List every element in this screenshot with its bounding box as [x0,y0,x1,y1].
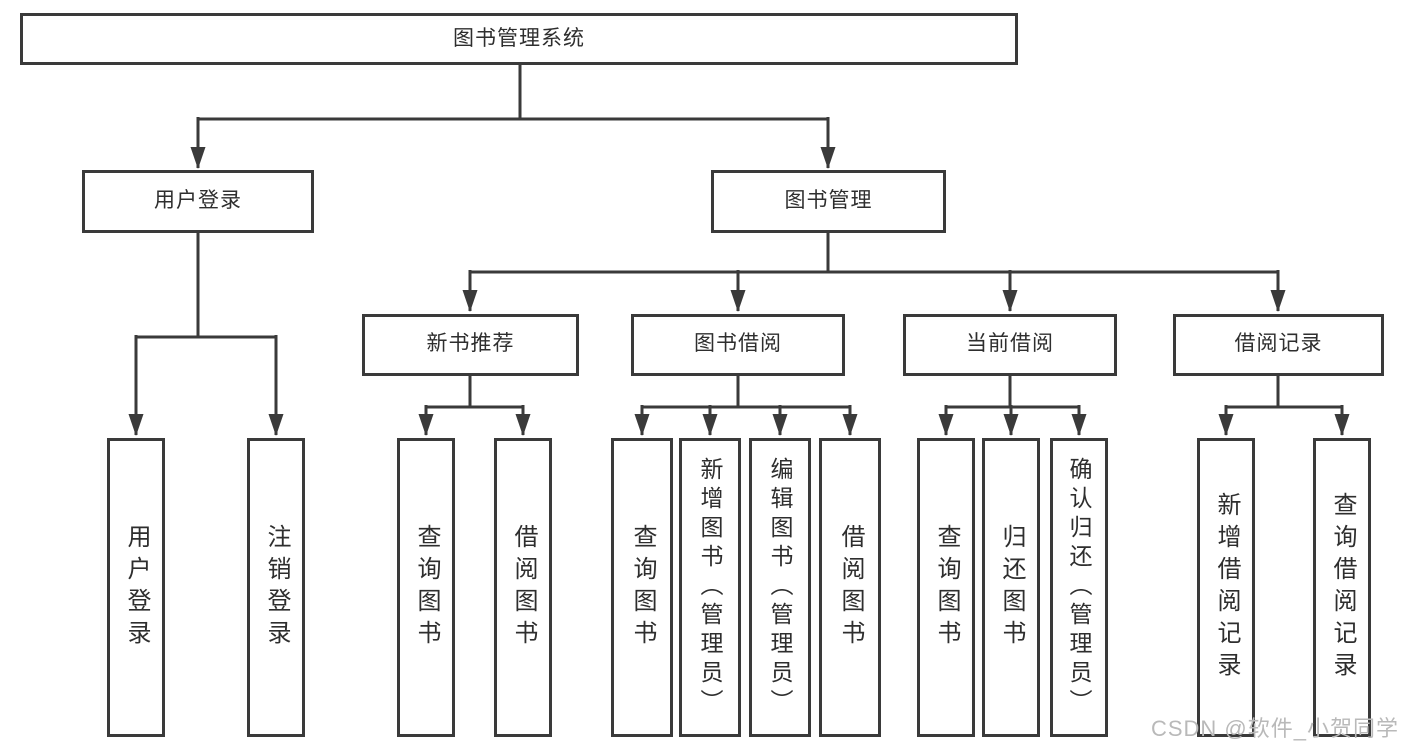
node-new-book-recommend: 新书推荐 [362,314,579,376]
node-book-management: 图书管理 [711,170,946,233]
leaf-return-books: 归还图书 [982,438,1040,737]
csdn-watermark: CSDN @软件_小贺同学 [1150,716,1399,741]
node-library-management-system: 图书管理系统 [20,13,1018,65]
leaf-query-books-recommend: 查询图书 [397,438,455,737]
node-current-borrowing: 当前借阅 [903,314,1117,376]
leaf-borrow-books: 借阅图书 [819,438,881,737]
node-user-login: 用户登录 [82,170,314,233]
leaf-query-borrow-record: 查询借阅记录 [1313,438,1371,737]
leaf-add-book-admin: 新增图书（管理员） [679,438,741,737]
node-book-borrowing: 图书借阅 [631,314,845,376]
leaf-query-books-current: 查询图书 [917,438,975,737]
leaf-query-books-borrowing: 查询图书 [611,438,673,737]
leaf-confirm-return-admin: 确认归还（管理员） [1050,438,1108,737]
leaf-user-login: 用户登录 [107,438,165,737]
leaf-edit-book-admin: 编辑图书（管理员） [749,438,811,737]
leaf-borrow-books-recommend: 借阅图书 [494,438,552,737]
leaf-logout: 注销登录 [247,438,305,737]
leaf-add-borrow-record: 新增借阅记录 [1197,438,1255,737]
node-borrowing-records: 借阅记录 [1173,314,1384,376]
